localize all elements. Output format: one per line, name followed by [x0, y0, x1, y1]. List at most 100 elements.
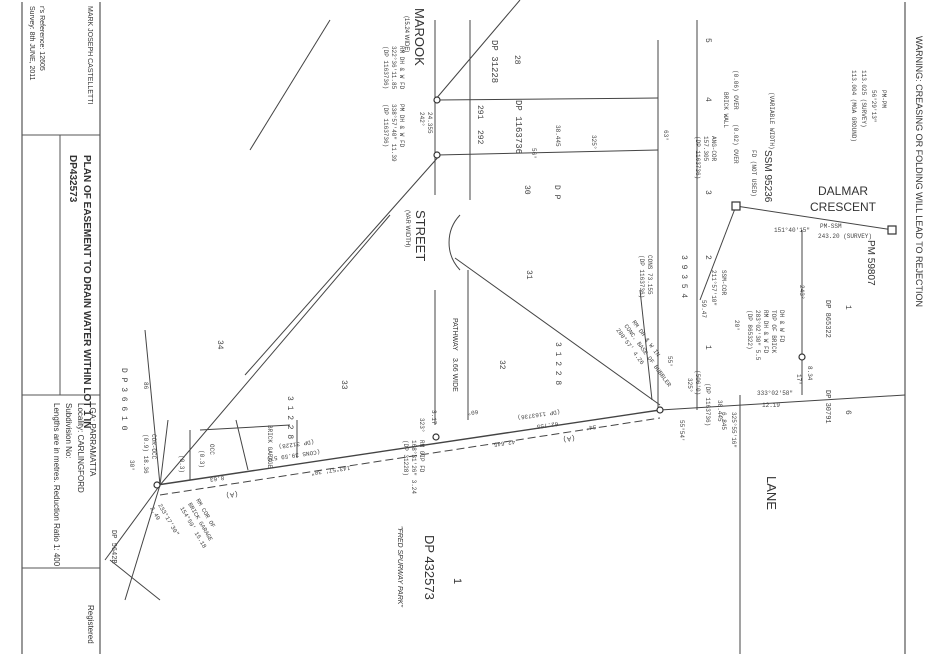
- ssm-95236-label: SSM 95236: [762, 150, 773, 203]
- survey-date: Survey: 8th JUNE, 2011: [28, 6, 35, 81]
- dalmar-label-1: DALMAR: [818, 184, 868, 198]
- street-label: STREET: [413, 210, 428, 261]
- easement-a1: (A): [562, 433, 576, 443]
- pathway-dp: (DP 1163736): [517, 408, 561, 421]
- brg-325b: 325°: [686, 378, 693, 392]
- dp-1163736-a: DP 1163736: [513, 100, 523, 154]
- warning-text: WARNING: CREASING OR FOLDING WILL LEAD T…: [914, 36, 924, 307]
- cons-2b: (DP 31228): [278, 438, 315, 450]
- dist-38445b: 38.445: [716, 400, 723, 422]
- surveyor-reference: r's Reference: 12605: [38, 6, 45, 71]
- dist-834: 8.34: [806, 366, 813, 381]
- dist-20: 20°: [733, 320, 740, 331]
- marook-dh1-dp: (DP 1163736): [382, 46, 389, 89]
- marook-dh2-dp: (DP 1163736): [382, 104, 389, 147]
- lot-1-number: 1: [451, 578, 463, 584]
- marook-label: MAROOK: [412, 8, 427, 66]
- occ-2: (0.3): [198, 450, 205, 468]
- pathway-mark: [432, 433, 440, 441]
- dp-31228-top: DP 31228: [489, 40, 499, 83]
- pm-dist1: 113.025 (SURVEY): [860, 70, 867, 128]
- dist-24355: 24.355: [426, 112, 433, 134]
- dp-865322: DP 865322: [823, 300, 831, 338]
- brg-30: 30°: [128, 460, 135, 471]
- ssm-cor-bearing: 211°57'10": [710, 270, 717, 306]
- lot-292: 292: [475, 130, 484, 145]
- cor-occ: COR-OCC: [150, 434, 157, 460]
- street-width: (VAR WIDTH): [404, 210, 410, 247]
- marook-dh2-brg: 338°57'40" 11.39: [390, 104, 397, 162]
- dist-863: 8.63: [209, 474, 225, 483]
- ang-cor-dist: 157.305: [702, 136, 709, 162]
- subdivision-label: Subdivision No:: [64, 403, 73, 459]
- cons-dist: CONS 73.155: [646, 255, 653, 295]
- pathway-label: PATHWAY: [451, 318, 458, 351]
- pm-bearing: 56°29'13": [870, 90, 877, 122]
- marook-dh1-brg: 322°36'11.85: [390, 46, 397, 90]
- occ-1: OCC: [208, 444, 215, 455]
- cons-dp: (DP 1163736): [638, 255, 645, 298]
- title-line-1: PLAN OF EASEMENT TO DRAIN WATER WITHIN L…: [81, 155, 92, 429]
- dist-42645: 42.645: [493, 438, 516, 448]
- brg-242: 242°: [418, 112, 425, 126]
- dp-mark: [798, 353, 806, 361]
- pathway-width: 3.66 WIDE: [451, 358, 458, 392]
- dp-31228-b: 3 1 2 2 8: [553, 342, 562, 385]
- lot-32: 32: [497, 360, 506, 370]
- pm-ssm-label: PM-SSM: [820, 223, 842, 230]
- lane-label: LANE: [764, 476, 779, 510]
- pm-ssm-dist: 243.20 (SURVEY): [818, 233, 872, 240]
- rm-gip-2: 168°31'26" 3.24: [410, 440, 417, 494]
- dist-4357: 143°57' 30": [310, 464, 350, 476]
- dalmar-label-2: CRESCENT: [810, 200, 877, 214]
- pm-59807-mark: [887, 225, 897, 235]
- brick-garage: BRICK GARAGE: [266, 425, 273, 469]
- dh-top-4: 283°02'30" 5.5: [754, 310, 761, 361]
- rm-gip-3: (DP 31228): [402, 440, 409, 476]
- brg-55-54: 55°54': [678, 420, 685, 442]
- marook-dh2: PM DH & W FD: [398, 104, 405, 148]
- lot-6: 6: [843, 410, 852, 415]
- brg-333: 333°02'58": [757, 390, 793, 397]
- lengths-note: Lengths are in metres. Reduction Ratio 1…: [52, 403, 61, 567]
- dp-30: D P: [552, 185, 561, 200]
- marook-width: (15.24 WIDE): [403, 16, 409, 52]
- dh-top-2: TOP OF BRICK: [770, 310, 777, 354]
- lot-3: 3: [703, 190, 712, 195]
- ang-cor-dp: (DP 1163736): [694, 136, 701, 179]
- dh-top-3: RM DH & W FD: [762, 310, 769, 354]
- lot-33: 33: [339, 380, 348, 390]
- dist-6845: 6.845: [720, 412, 727, 430]
- over-2: (0.02) OVER: [732, 124, 739, 164]
- pm-ssm-bearing: 151°40'15": [774, 227, 810, 234]
- brg-325: 325°: [590, 135, 597, 149]
- dp-1163736-b: (DP 1163736): [704, 383, 711, 426]
- easement-a2: (A): [225, 489, 239, 499]
- brg-54: 54°: [585, 423, 597, 431]
- dist-38445: 38.445: [554, 125, 561, 147]
- dp-31228-c: 3 1 2 2 8: [285, 396, 294, 439]
- brg-56: 56°: [530, 148, 537, 159]
- title-line-2: DP432573: [67, 155, 78, 203]
- lot-5: 5: [703, 38, 712, 43]
- lot-28: 28: [512, 55, 521, 65]
- dist-243: 243°: [798, 285, 805, 299]
- lot-31: 31: [524, 270, 533, 280]
- cor-occ-2: (0.9) 18.36: [142, 434, 149, 474]
- brick-wall: BRICK WALL: [722, 92, 729, 128]
- ssm-95236-fd: FD (NOT USED): [750, 150, 757, 197]
- marook-mark-1: [433, 96, 441, 104]
- pm-top: PM-PM: [880, 90, 887, 108]
- brg-60: 60°: [467, 408, 479, 416]
- title-block: PLAN OF EASEMENT TO DRAIN WATER WITHIN L…: [28, 6, 97, 644]
- lot-1b: 1: [843, 305, 852, 310]
- marook-mark-2: [433, 151, 441, 159]
- dist-17: 17°: [795, 374, 802, 385]
- sheet-frame: [21, 2, 906, 654]
- dp-36610: D P 3 6 6 1 0: [119, 368, 128, 431]
- ssm-cor-dist: 59.47: [700, 300, 707, 318]
- rm-gip-1: RM GIP FD: [418, 440, 425, 473]
- ssm-cor-label: SSM-COR: [720, 270, 727, 296]
- dp-5642b: DP 5642B: [109, 530, 117, 564]
